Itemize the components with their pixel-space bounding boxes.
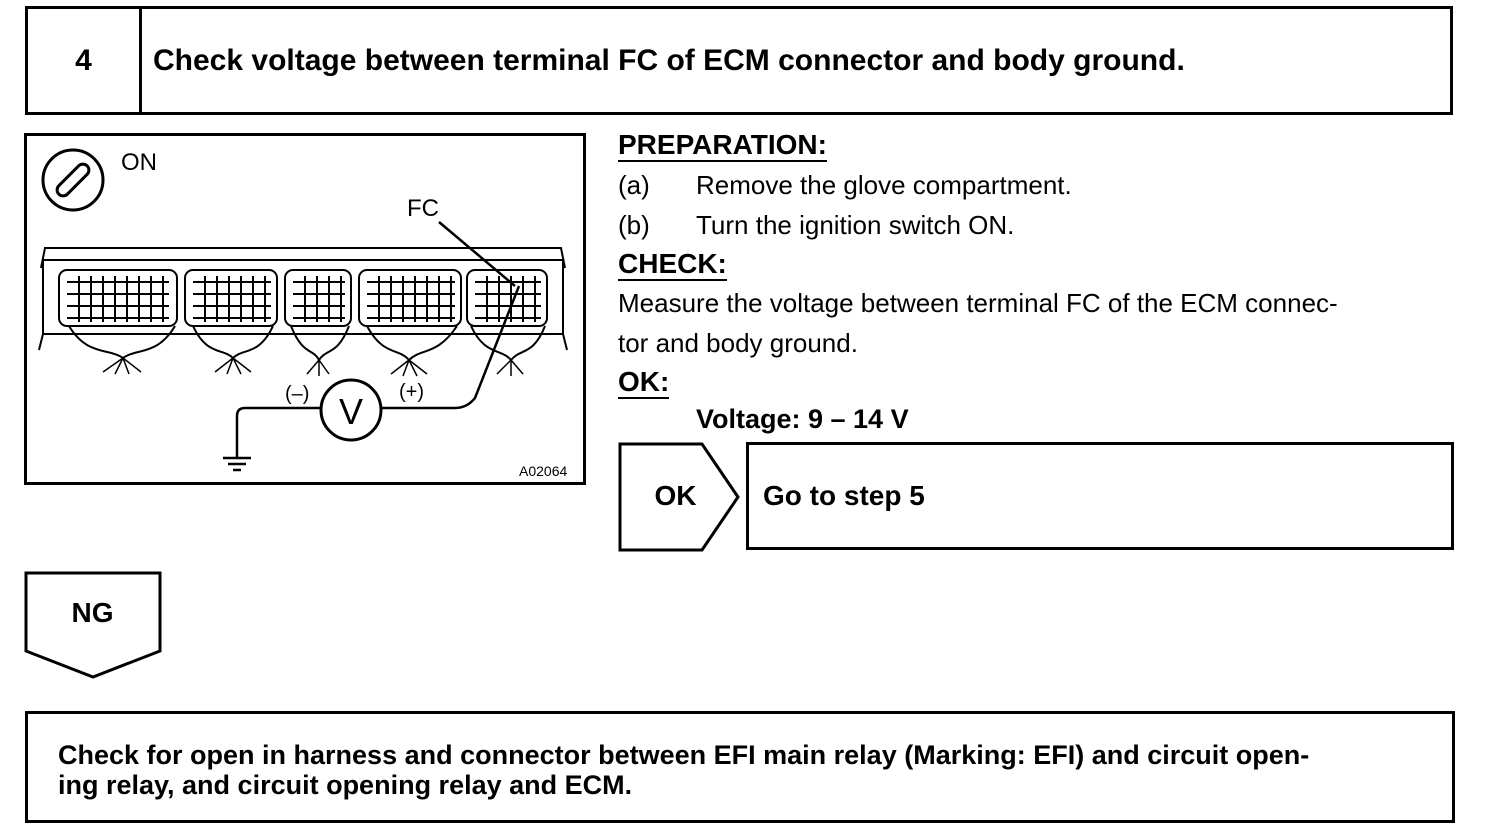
ng-result-text: Check for open in harness and connector … (58, 740, 1438, 800)
prep-b-text: Turn the ignition switch ON. (696, 210, 1015, 240)
ok-action-text: Go to step 5 (763, 480, 925, 511)
figure-code: A02064 (519, 463, 567, 479)
step-title: Check voltage between terminal FC of ECM… (153, 43, 1185, 77)
connector-diagram: ON FC (38, 148, 568, 479)
check-line-2: tor and body ground. (618, 328, 858, 358)
ok-heading: OK: (618, 366, 670, 399)
positive-probe-lead (381, 221, 521, 410)
step-divider (139, 9, 142, 112)
ignition-key-icon (41, 148, 105, 212)
step-number: 4 (75, 43, 92, 77)
voltmeter-symbol: V (339, 391, 363, 432)
ok-tag-shape (618, 442, 740, 552)
prep-a-marker: (a) (618, 170, 650, 200)
connector-block (284, 269, 352, 362)
preparation-heading: PREPARATION: (618, 129, 827, 162)
step-header: 4 Check voltage between terminal FC of E… (25, 6, 1453, 115)
ok-action-box: Go to step 5 (746, 442, 1454, 550)
ecm-connector-illustration: ON FC (24, 133, 586, 485)
prep-a-text: Remove the glove compartment. (696, 170, 1072, 200)
ignition-label: ON (121, 149, 157, 176)
voltmeter-icon: V (319, 378, 383, 442)
negative-terminal-label: (–) (285, 383, 309, 405)
connector-block (184, 269, 278, 360)
connector-block (466, 269, 548, 362)
voltage-spec: Voltage: 9 – 14 V (696, 404, 909, 434)
ng-tag-shape (24, 571, 162, 679)
connector-block (58, 269, 178, 360)
check-heading: CHECK: (618, 248, 727, 281)
ecm-connector-body (38, 247, 568, 351)
negative-probe-lead (223, 406, 321, 472)
ng-label: NG (71, 597, 114, 628)
wire-bundle (102, 357, 524, 377)
ng-result-box: Check for open in harness and connector … (25, 711, 1455, 823)
terminal-fc-label: FC (407, 195, 439, 222)
ng-result-line-1: Check for open in harness and connector … (58, 740, 1310, 770)
prep-b-marker: (b) (618, 210, 650, 240)
check-line-1: Measure the voltage between terminal FC … (618, 288, 1338, 318)
positive-terminal-label: (+) (399, 381, 424, 403)
connector-block (358, 269, 462, 362)
ok-label: OK (654, 480, 697, 511)
ng-result-line-2: ing relay, and circuit opening relay and… (58, 770, 633, 800)
